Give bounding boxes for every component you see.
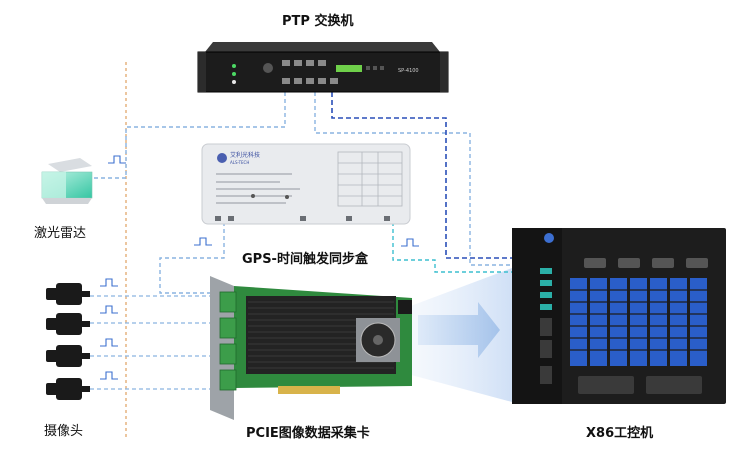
x86-pc-label: X86工控机 bbox=[586, 426, 654, 441]
camera-3 bbox=[46, 345, 90, 367]
power-button-icon bbox=[544, 233, 554, 243]
expansion-slots bbox=[570, 278, 707, 366]
camera-links bbox=[90, 295, 218, 390]
switch-model-text: SP-4100 bbox=[398, 68, 419, 74]
ptp-switch-device: SP-4100 bbox=[197, 42, 449, 93]
pcie-card-device bbox=[210, 276, 412, 420]
ethernet-link-lidar bbox=[86, 92, 286, 179]
ptp-switch-label: PTP 交换机 bbox=[282, 14, 354, 29]
gps-port-table bbox=[337, 151, 403, 207]
gps-brand-cn: 艾利光科技 bbox=[230, 151, 260, 159]
camera-4 bbox=[46, 378, 90, 400]
pps-link-x86 bbox=[331, 92, 540, 259]
pcie-card-label: PCIE图像数据采集卡 bbox=[246, 426, 370, 441]
cameras-label: 摄像头 bbox=[44, 424, 84, 439]
gps-to-pcie-link bbox=[159, 222, 225, 294]
camera-devices bbox=[46, 283, 90, 400]
lidar-label: 激光雷达 bbox=[34, 226, 87, 241]
ethernet-link-x86 bbox=[314, 92, 540, 266]
camera-1 bbox=[46, 283, 90, 305]
x86-pc-device bbox=[512, 228, 726, 404]
trigger-pulse-icons bbox=[100, 155, 419, 380]
gps-box-device: 艾利光科技 ALS-TECH bbox=[201, 143, 411, 225]
gps-box-label: GPS-时间触发同步盒 bbox=[242, 252, 368, 267]
data-flow-arrow bbox=[418, 302, 500, 358]
camera-2 bbox=[46, 313, 90, 335]
gps-brand-en: ALS-TECH bbox=[230, 160, 249, 165]
gps-connectors bbox=[215, 216, 390, 221]
gps-trigger-link bbox=[392, 222, 540, 273]
lidar-device bbox=[41, 158, 93, 204]
